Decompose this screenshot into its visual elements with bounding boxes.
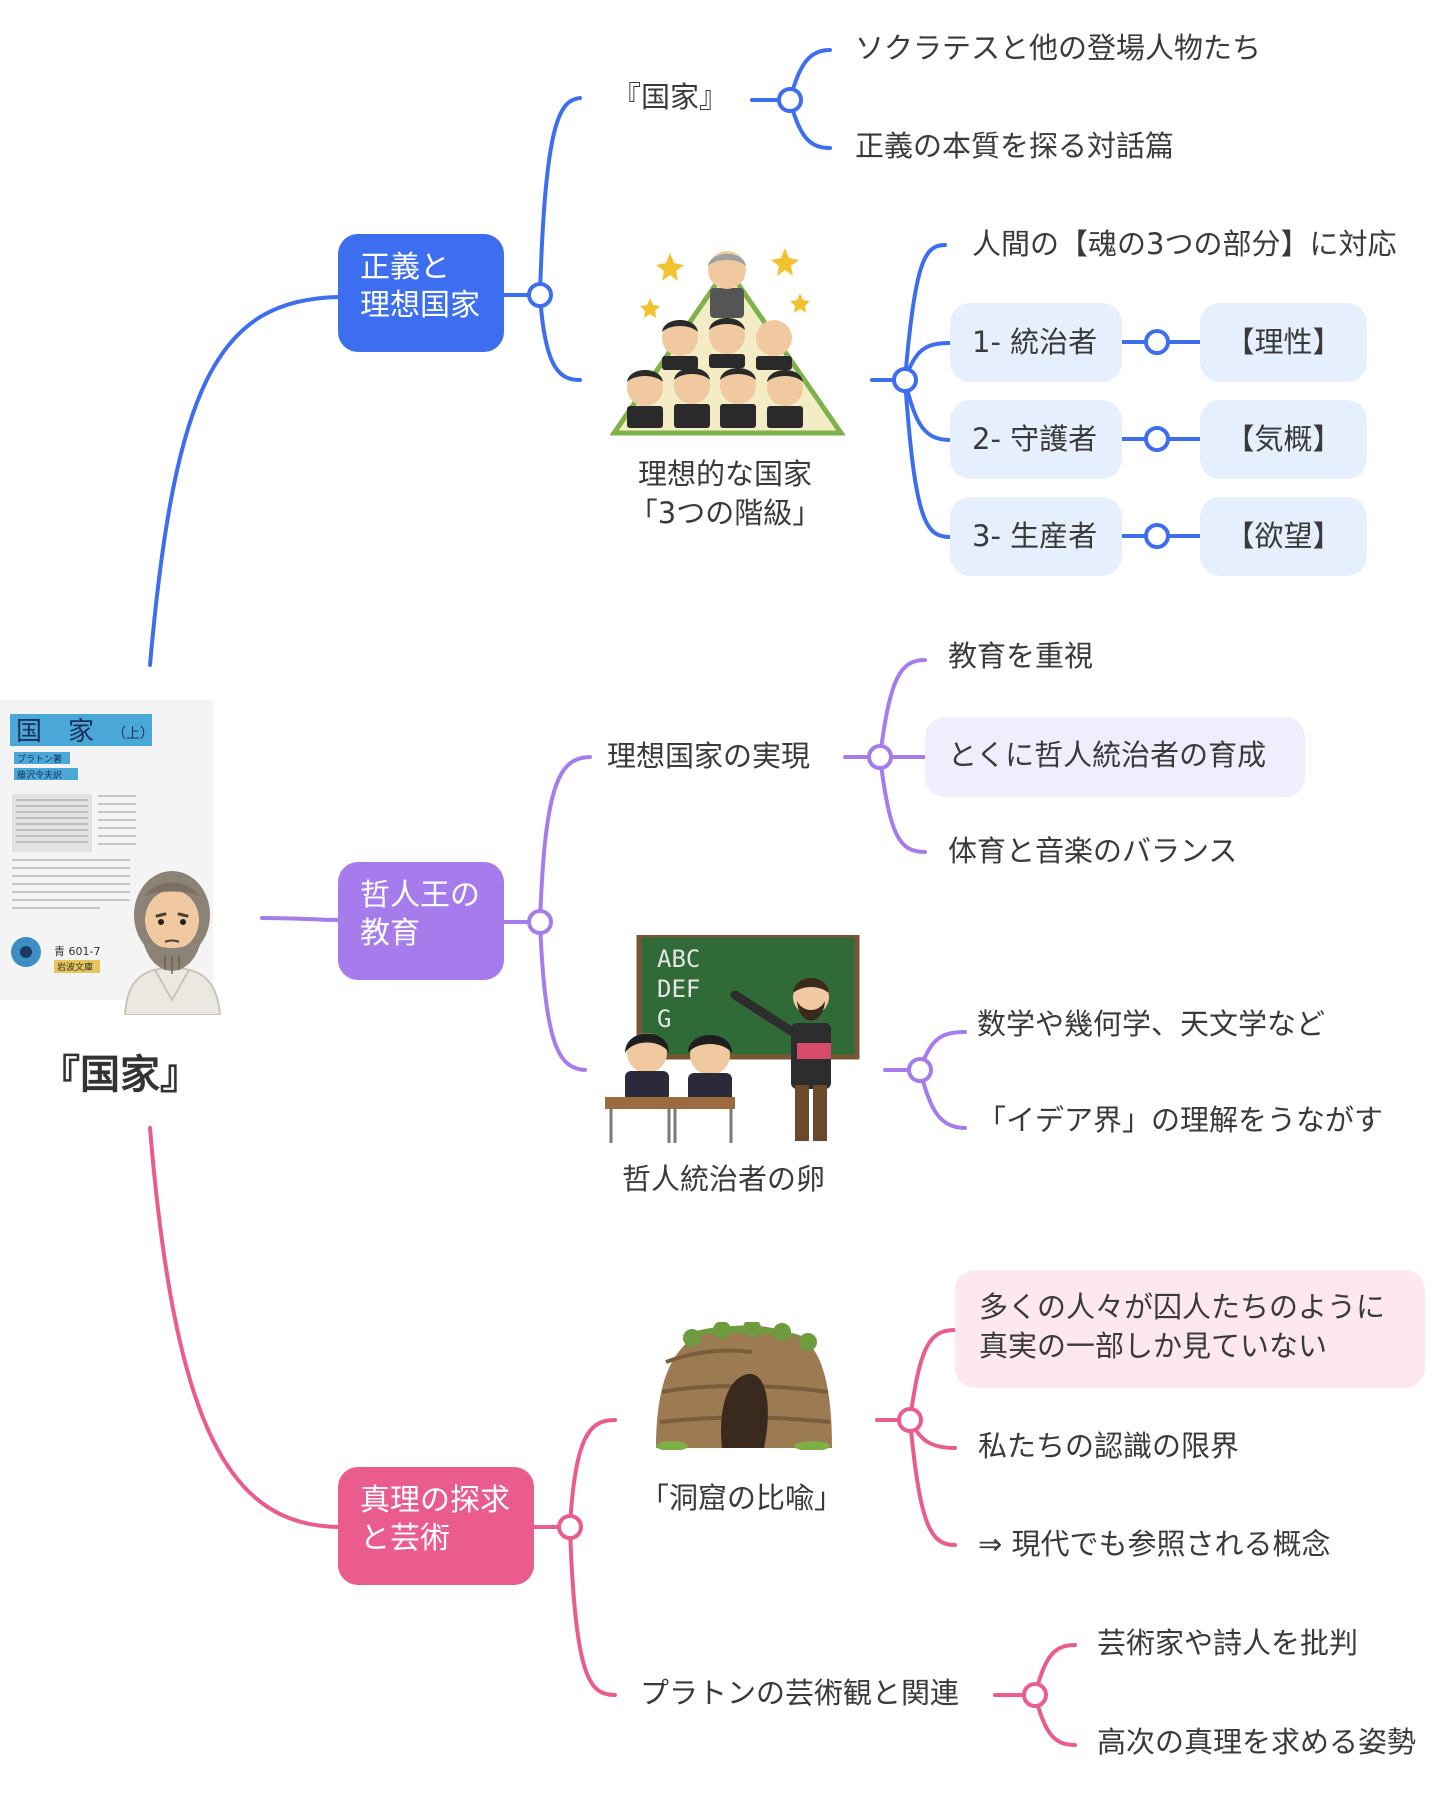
detail-prisoners-partial-truth[interactable]: 多くの人々が囚人たちのように 真実の一部しか見ていない bbox=[955, 1270, 1425, 1388]
detail-education-emphasis: 教育を重視 bbox=[948, 639, 1094, 673]
book-publisher: 岩波文庫 bbox=[57, 961, 93, 973]
node-dot-truth bbox=[557, 1514, 583, 1540]
class-producer-label: 3- 生産者 bbox=[972, 519, 1098, 553]
category-truth-and-art[interactable]: 真理の探求 と芸術 bbox=[338, 1467, 534, 1585]
connector-root-to-justice bbox=[148, 295, 340, 667]
detail-limits-of-perception: 私たちの認識の限界 bbox=[978, 1429, 1240, 1463]
root-title: 『国家』 bbox=[40, 1052, 200, 1098]
classroom-teacher-illustration: ABC DEF G bbox=[605, 935, 860, 1143]
connector-classes-detail-3 bbox=[903, 378, 952, 539]
connector-classes-detail-0 bbox=[903, 243, 947, 382]
detail-idea-world-understanding: 「イデア界」の理解をうながす bbox=[977, 1103, 1384, 1137]
category-label-line: と芸術 bbox=[360, 1521, 450, 1556]
node-label-line: 理想的な国家 bbox=[637, 457, 812, 491]
node-dot-pk bbox=[527, 909, 553, 935]
connector-cave-detail-3 bbox=[908, 1418, 957, 1547]
blackboard-text-1: ABC bbox=[657, 945, 700, 973]
soul-reason-box[interactable]: 【理性】 bbox=[1200, 303, 1367, 382]
node-kokka: 『国家』 bbox=[612, 80, 729, 114]
node-ideal-state-classes: 理想的な国家 「3つの階級」 bbox=[600, 455, 850, 533]
category-philosopher-king-education[interactable]: 哲人王の 教育 bbox=[338, 862, 504, 980]
node-dot-justice bbox=[527, 282, 553, 308]
detail-philosopher-ruler-training-label: とくに哲人統治者の育成 bbox=[948, 738, 1267, 772]
connector-cave-detail-1 bbox=[908, 1328, 957, 1422]
class-ruler-box[interactable]: 1- 統治者 bbox=[950, 303, 1122, 382]
soul-desire-label: 【欲望】 bbox=[1225, 519, 1342, 553]
plato-illustration bbox=[123, 871, 222, 1015]
book-series-number: 青 601-7 bbox=[54, 945, 100, 958]
class-producer-box[interactable]: 3- 生産者 bbox=[950, 497, 1122, 576]
node-philosopher-ruler-eggs: 哲人統治者の卵 bbox=[622, 1162, 826, 1196]
node-allegory-of-the-cave: 「洞窟の比喩」 bbox=[640, 1481, 844, 1515]
detail-gym-music-balance: 体育と音楽のバランス bbox=[948, 834, 1238, 868]
node-dot-realization bbox=[867, 744, 893, 770]
soul-reason-label: 【理性】 bbox=[1225, 325, 1342, 359]
node-label-line: 「3つの階級」 bbox=[628, 496, 822, 530]
detail-criticize-artists-poets: 芸術家や詩人を批判 bbox=[1097, 1626, 1359, 1660]
connector-realization-detail-3 bbox=[878, 755, 927, 854]
node-dot-guardian bbox=[1144, 426, 1170, 452]
category-label-line: 真理の探求 bbox=[360, 1483, 510, 1518]
node-dot-producer bbox=[1144, 523, 1170, 549]
detail-modern-reference-concept: ⇒ 現代でも参照される概念 bbox=[978, 1527, 1331, 1561]
book-translator-text: 藤沢令夫訳 bbox=[17, 769, 62, 781]
detail-seek-higher-truth: 高次の真理を求める姿勢 bbox=[1097, 1725, 1417, 1759]
connector-to-art bbox=[568, 1525, 617, 1697]
connector-to-kokka bbox=[538, 96, 582, 297]
detail-line: 真実の一部しか見ていない bbox=[979, 1329, 1328, 1363]
connector-to-eggs bbox=[538, 920, 587, 1072]
blackboard-text-2: DEF bbox=[657, 975, 700, 1003]
category-label-line: 理想国家 bbox=[360, 288, 480, 323]
class-guardian-label: 2- 守護者 bbox=[972, 422, 1098, 456]
node-dot-eggs bbox=[907, 1057, 933, 1083]
connector-to-realization bbox=[538, 755, 592, 924]
detail-philosopher-ruler-training[interactable]: とくに哲人統治者の育成 bbox=[925, 717, 1305, 797]
connector-to-ideal-state bbox=[538, 293, 582, 382]
connector-root-to-philosopher-king bbox=[260, 916, 340, 922]
book-cover-illustration: 国 家 （上） プラトン著 藤沢令夫訳 青 601-7 岩波文庫 bbox=[0, 700, 213, 1000]
detail-line: 多くの人々が囚人たちのように bbox=[979, 1290, 1386, 1324]
node-dot-ruler bbox=[1144, 329, 1170, 355]
soul-desire-box[interactable]: 【欲望】 bbox=[1200, 497, 1367, 576]
connector-realization-detail-1 bbox=[878, 658, 927, 759]
detail-characters: ソクラテスと他の登場人物たち bbox=[855, 31, 1262, 65]
connector-to-cave bbox=[568, 1418, 617, 1529]
book-volume-text: （上） bbox=[112, 726, 154, 742]
node-dot-kokka bbox=[777, 87, 803, 113]
book-author-text: プラトン著 bbox=[17, 753, 62, 765]
detail-soul-parts: 人間の【魂の3つの部分】に対応 bbox=[972, 227, 1397, 261]
node-platos-view-of-art: プラトンの芸術観と関連 bbox=[640, 1676, 960, 1710]
category-label-line: 教育 bbox=[360, 916, 420, 951]
soul-spirit-label: 【気概】 bbox=[1225, 422, 1342, 456]
class-ruler-label: 1- 統治者 bbox=[972, 325, 1098, 359]
connector-root-to-truth bbox=[148, 1126, 340, 1529]
cave-illustration bbox=[656, 1322, 832, 1450]
soul-spirit-box[interactable]: 【気概】 bbox=[1200, 400, 1367, 479]
node-dot-cave bbox=[897, 1407, 923, 1433]
category-label-line: 正義と bbox=[360, 250, 450, 285]
pyramid-of-classes-illustration bbox=[610, 248, 845, 436]
class-guardian-box[interactable]: 2- 守護者 bbox=[950, 400, 1122, 479]
detail-dialogue: 正義の本質を探る対話篇 bbox=[855, 129, 1175, 163]
node-dot-classes bbox=[892, 367, 918, 393]
detail-math-geometry-astronomy: 数学や幾何学、天文学など bbox=[977, 1007, 1326, 1041]
book-title-text: 国 家 bbox=[16, 717, 94, 747]
category-justice-ideal-state[interactable]: 正義と 理想国家 bbox=[338, 234, 504, 352]
node-ideal-state-realization: 理想国家の実現 bbox=[607, 739, 811, 773]
category-label-line: 哲人王の bbox=[360, 878, 480, 913]
blackboard-text-3: G bbox=[657, 1005, 671, 1033]
node-dot-art bbox=[1022, 1682, 1048, 1708]
